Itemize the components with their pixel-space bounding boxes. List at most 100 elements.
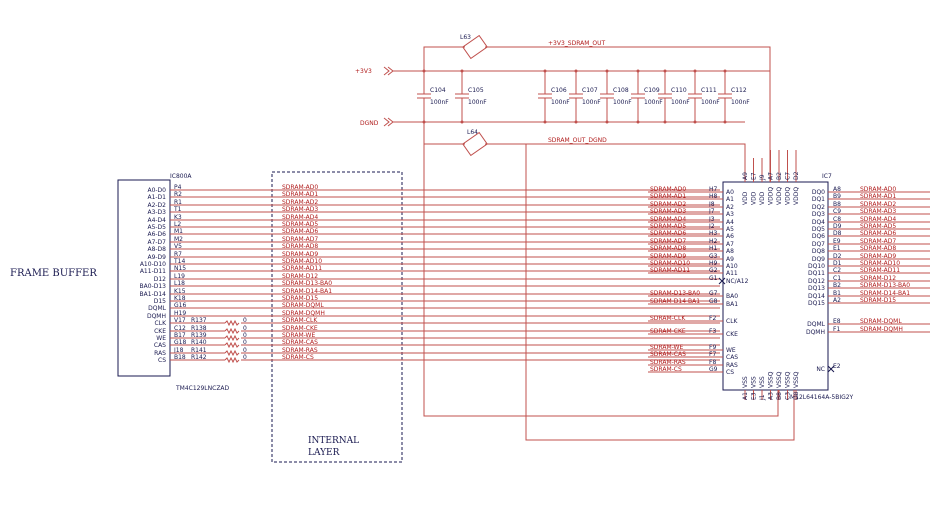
net-label: SDRAM-AD0 — [650, 186, 686, 193]
net-label: SDRAM-AD5 — [282, 221, 318, 228]
pin-name: A9 — [726, 256, 734, 263]
net-label: SDRAM-CKE — [650, 328, 686, 335]
resistor-ref: R142 — [191, 354, 207, 361]
net-label: SDRAM-CLK — [650, 315, 686, 322]
pin-ball: E3 — [751, 392, 758, 400]
net-label: SDRAM-CS — [282, 354, 314, 361]
vcc-label: +3V3 — [355, 68, 372, 75]
pin-name: VDD — [759, 191, 766, 205]
net-label: SDRAM-D13-BA0 — [860, 282, 910, 289]
resistor-value: 0 — [243, 332, 247, 339]
gnd-label: DGND — [360, 120, 379, 127]
pin-ball: H2 — [709, 238, 718, 245]
pin-name: VSSQ — [793, 371, 800, 388]
pin-ball: C1 — [833, 275, 841, 282]
net-label: SDRAM-DQMH — [860, 326, 903, 333]
capacitor-ref: C109 — [644, 87, 660, 94]
pin-name: A3 — [726, 211, 734, 218]
net-label: SDRAM-CLK — [282, 317, 318, 324]
pin-ball: R7 — [174, 251, 182, 258]
pin-ball: D8 — [833, 230, 842, 237]
pin-ball: C8 — [833, 216, 841, 223]
pin-ball: G18 — [174, 339, 186, 346]
pin-ball: V17 — [174, 317, 186, 324]
pin-name: DQML — [807, 321, 826, 328]
pin-name: DQML — [148, 305, 167, 312]
net-label: SDRAM-AD4 — [650, 216, 686, 223]
ic7-bottom-pin-d8: VSSQ D8 — [793, 371, 800, 400]
pin-name: CAS — [154, 342, 166, 349]
net-label: SDRAM-AD2 — [650, 201, 686, 208]
pin-name: DQ12 — [808, 278, 825, 285]
pin-ball: F9 — [709, 344, 716, 351]
capacitor-value: 100nF — [582, 99, 601, 106]
pin-ball: B18 — [174, 354, 186, 361]
net-label: SDRAM-AD10 — [650, 260, 690, 267]
pin-name: A4-D4 — [147, 217, 166, 224]
net-label: SDRAM-RAS — [282, 347, 318, 354]
ic7-part: M12L64164A-5BIG2Y — [790, 394, 854, 401]
net-label: SDRAM-CAS — [282, 339, 318, 346]
net-label: SDRAM-AD3 — [650, 208, 686, 215]
pin-name: CKE — [726, 331, 738, 338]
pin-ball: F8 — [709, 359, 716, 366]
net-label: SDRAM-AD1 — [282, 191, 318, 198]
pin-ball: B1 — [833, 290, 841, 297]
net-label: SDRAM-AD1 — [650, 193, 686, 200]
net-label: SDRAM-RAS — [650, 359, 686, 366]
pin-ball: T14 — [173, 258, 185, 265]
net-label: SDRAM-D15 — [860, 297, 896, 304]
net-label: SDRAM-AD4 — [860, 216, 896, 223]
pin-ball: E8 — [833, 318, 841, 325]
internal-layer-label-1: INTERNAL — [308, 436, 359, 446]
gnd-arrow — [383, 117, 394, 127]
vcc-out-label: +3V3_SDRAM_OUT — [548, 40, 606, 47]
pin-name: VDD — [742, 191, 749, 205]
capacitor-value: 100nF — [551, 99, 570, 106]
capacitor-ref: C108 — [613, 87, 629, 94]
pin-ball: C9 — [833, 208, 841, 215]
pin-name: DQ9 — [812, 256, 825, 263]
internal-layer-box — [271, 171, 403, 463]
pin-name: BA0 — [726, 293, 738, 300]
pin-ball: M2 — [174, 236, 183, 243]
net-label: SDRAM-AD7 — [860, 238, 896, 245]
pin-name: VDDQ — [785, 187, 792, 205]
pin-name: RAS — [154, 350, 166, 357]
pin-ball: F1 — [833, 326, 840, 333]
pin-name: DQ1 — [812, 196, 825, 203]
capacitor-value: 100nF — [613, 99, 632, 106]
pin-ball: D8 — [793, 391, 800, 400]
pin-name: DQ2 — [812, 204, 825, 211]
capacitor-value: 100nF — [430, 99, 449, 106]
pin-name: A7-D7 — [147, 239, 166, 246]
capacitor-ref: C111 — [701, 87, 717, 94]
net-label: SDRAM-AD11 — [860, 267, 900, 274]
pin-name: DQ3 — [812, 211, 825, 218]
net-label: SDRAM-AD0 — [282, 184, 318, 191]
